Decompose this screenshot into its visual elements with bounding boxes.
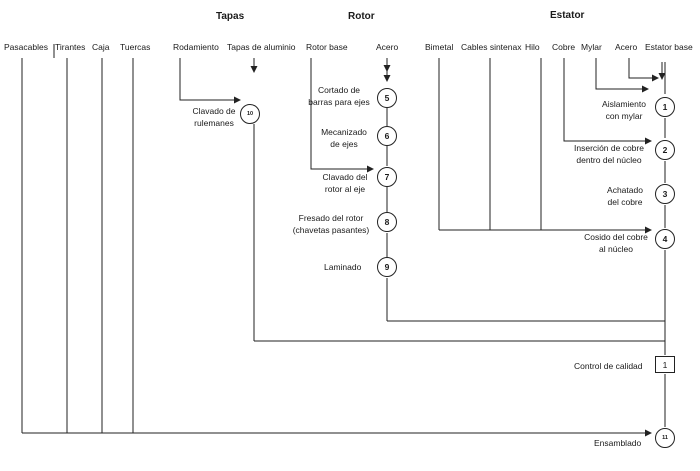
label-caja: Caja: [92, 42, 110, 52]
op2-label: Inserción de cobre dentro del núcleo: [574, 143, 644, 165]
header-rotor: Rotor: [348, 11, 375, 22]
operation-1-circle: 1: [655, 97, 675, 117]
label-rotor-base: Rotor base: [306, 42, 348, 52]
label-tirantes: Tirantes: [55, 42, 86, 52]
operation-3-circle: 3: [655, 184, 675, 204]
header-estator: Estator: [550, 10, 585, 21]
operation-4-circle: 4: [655, 229, 675, 249]
label-estator-base: Estator base: [645, 42, 693, 52]
op4-label: Cosido del cobre al núcleo: [584, 232, 648, 254]
op6-label: Mecanizado de ejes: [321, 127, 367, 149]
operation-7-circle: 7: [377, 167, 397, 187]
op9-label: Laminado: [324, 262, 362, 272]
operation-2-circle: 2: [655, 140, 675, 160]
label-cobre: Cobre: [552, 42, 576, 52]
operation-5-circle: 5: [377, 88, 397, 108]
operation-11-circle: 11: [655, 428, 675, 448]
inspection-1-box: 1: [655, 356, 675, 373]
label-mylar: Mylar: [581, 42, 602, 52]
label-hilo: Hilo: [525, 42, 540, 52]
label-rodamiento: Rodamiento: [173, 42, 219, 52]
operation-8-circle: 8: [377, 212, 397, 232]
label-tapas-aluminio: Tapas de aluminio: [227, 42, 296, 52]
label-acero-rotor: Acero: [376, 42, 399, 52]
operation-10-circle: 10: [240, 104, 260, 124]
label-bimetal: Bimetal: [425, 42, 454, 52]
op8-label: Fresado del rotor (chavetas pasantes): [292, 213, 370, 235]
label-pasacables: Pasacables: [4, 42, 48, 52]
op11-label: Ensamblado: [594, 438, 642, 448]
inspection-label: Control de calidad: [574, 361, 643, 371]
op1-label: Aislamiento con mylar: [602, 99, 646, 121]
op10-label: Clavado de rulemanes: [192, 106, 236, 128]
op3-label: Achatado del cobre: [607, 185, 643, 207]
op7-label: Clavado del rotor al eje: [322, 172, 368, 194]
op5-label: Cortado de barras para ejes: [308, 85, 370, 107]
operation-6-circle: 6: [377, 126, 397, 146]
operation-9-circle: 9: [377, 257, 397, 277]
label-cables-sintenax: Cables sintenax: [461, 42, 522, 52]
label-acero-estator: Acero: [615, 42, 638, 52]
label-tuercas: Tuercas: [120, 42, 151, 52]
header-tapas: Tapas: [216, 11, 245, 22]
